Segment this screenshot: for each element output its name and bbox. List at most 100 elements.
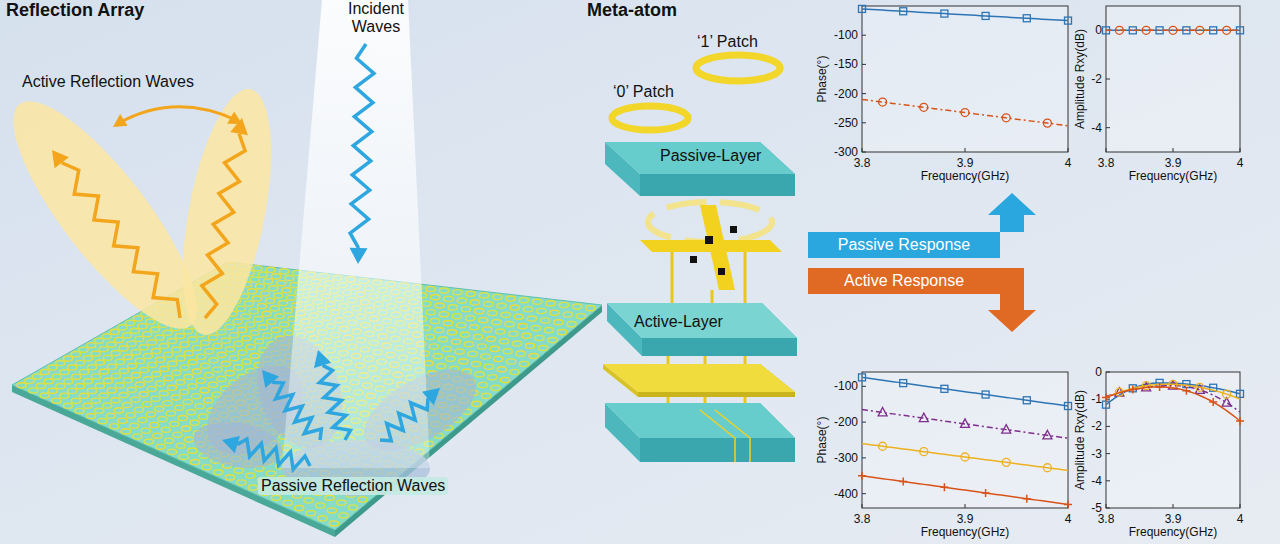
unit-ring bbox=[99, 369, 108, 374]
unit-ring bbox=[460, 332, 469, 337]
unit-ring bbox=[348, 505, 357, 510]
data-marker bbox=[920, 448, 928, 456]
data-marker bbox=[1023, 495, 1031, 503]
axis-title: Frequency(GHz) bbox=[921, 526, 1010, 538]
data-marker bbox=[1182, 387, 1190, 395]
unit-ring bbox=[554, 320, 563, 325]
tick-mark bbox=[1106, 148, 1107, 152]
patch-ring bbox=[696, 55, 780, 81]
data-marker bbox=[920, 103, 928, 111]
unit-ring bbox=[107, 388, 116, 393]
unit-ring bbox=[295, 505, 304, 510]
unit-ring bbox=[217, 376, 226, 381]
unit-ring bbox=[155, 335, 164, 340]
patch-ring bbox=[612, 106, 688, 130]
axis-title: Amplitude Rxy(dB) bbox=[1074, 29, 1086, 129]
unit-ring bbox=[131, 350, 140, 355]
axis-tick: 3.9 bbox=[957, 157, 974, 169]
unit-ring bbox=[285, 276, 294, 281]
unit-ring bbox=[221, 338, 230, 343]
axis-tick: 3.9 bbox=[1165, 513, 1182, 525]
data-marker bbox=[982, 12, 989, 19]
unit-ring bbox=[237, 480, 246, 485]
unit-ring bbox=[87, 388, 96, 393]
unit-ring bbox=[586, 306, 595, 311]
via-pin bbox=[744, 252, 747, 303]
active-beam bbox=[166, 82, 287, 342]
unit-ring bbox=[253, 266, 262, 271]
unit-ring bbox=[484, 364, 493, 369]
panel-title: Reflection Array bbox=[6, 0, 144, 21]
data-marker bbox=[1023, 397, 1030, 404]
tick-mark bbox=[862, 152, 866, 153]
data-marker bbox=[1023, 15, 1030, 22]
unit-ring bbox=[103, 378, 112, 383]
plot-frame bbox=[1106, 6, 1240, 152]
tick-mark bbox=[862, 504, 863, 508]
unit-ring bbox=[152, 372, 161, 377]
wave-line bbox=[380, 398, 428, 440]
unit-ring bbox=[283, 500, 292, 505]
unit-ring bbox=[95, 338, 104, 343]
unit-ring bbox=[91, 398, 100, 403]
axis-tick: -250 bbox=[834, 117, 858, 129]
slab-top bbox=[605, 403, 795, 438]
unit-ring bbox=[195, 404, 204, 409]
data-marker bbox=[961, 453, 969, 461]
tick-mark bbox=[965, 504, 966, 508]
unit-ring bbox=[481, 393, 490, 398]
via-pin bbox=[711, 290, 714, 303]
unit-ring bbox=[247, 289, 256, 294]
axis-tick: -300 bbox=[834, 452, 858, 464]
unit-ring bbox=[130, 328, 139, 333]
axis-tick: -100 bbox=[834, 29, 858, 41]
unit-ring bbox=[523, 307, 532, 312]
unit-ring bbox=[29, 388, 38, 393]
diode-chip bbox=[690, 256, 697, 263]
data-marker bbox=[1103, 401, 1110, 408]
unit-ring bbox=[159, 391, 168, 396]
unit-ring bbox=[123, 402, 132, 407]
unit-ring bbox=[139, 345, 148, 350]
unit-ring bbox=[470, 325, 479, 330]
unit-ring bbox=[164, 352, 173, 357]
unit-ring bbox=[119, 346, 128, 351]
unit-ring bbox=[176, 356, 185, 361]
unit-ring bbox=[358, 497, 367, 502]
unit-ring bbox=[538, 345, 547, 350]
wave-line bbox=[350, 44, 374, 248]
data-marker bbox=[1223, 390, 1231, 398]
tick-mark bbox=[1173, 504, 1174, 508]
unit-ring bbox=[438, 337, 447, 342]
unit-ring bbox=[102, 334, 111, 339]
wave-line bbox=[272, 382, 321, 440]
unit-ring bbox=[479, 318, 488, 323]
unit-ring bbox=[439, 312, 448, 317]
data-marker bbox=[1002, 458, 1010, 466]
unit-ring bbox=[254, 339, 263, 344]
unit-ring bbox=[507, 359, 516, 364]
wave-line bbox=[202, 134, 245, 318]
unit-ring bbox=[143, 353, 152, 358]
unit-ring bbox=[36, 383, 45, 388]
unit-ring bbox=[225, 475, 234, 480]
unit-ring bbox=[246, 322, 255, 327]
line-chart bbox=[858, 372, 1072, 508]
unit-ring bbox=[433, 354, 442, 359]
axis-title: Amplitude Rxy(dB) bbox=[1074, 390, 1086, 490]
unit-ring bbox=[115, 359, 124, 364]
unit-ring bbox=[237, 327, 246, 332]
unit-ring bbox=[527, 316, 536, 321]
unit-ring bbox=[126, 413, 135, 418]
unit-ring bbox=[258, 272, 267, 277]
unit-ring bbox=[258, 325, 267, 330]
unit-ring bbox=[196, 378, 205, 383]
axis-tick: -2 bbox=[1091, 420, 1102, 432]
unit-ring bbox=[95, 360, 104, 365]
unit-ring bbox=[127, 363, 136, 368]
unit-ring bbox=[192, 394, 201, 399]
unit-ring bbox=[506, 296, 515, 301]
unit-ring bbox=[115, 337, 124, 342]
unit-ring bbox=[151, 396, 160, 401]
